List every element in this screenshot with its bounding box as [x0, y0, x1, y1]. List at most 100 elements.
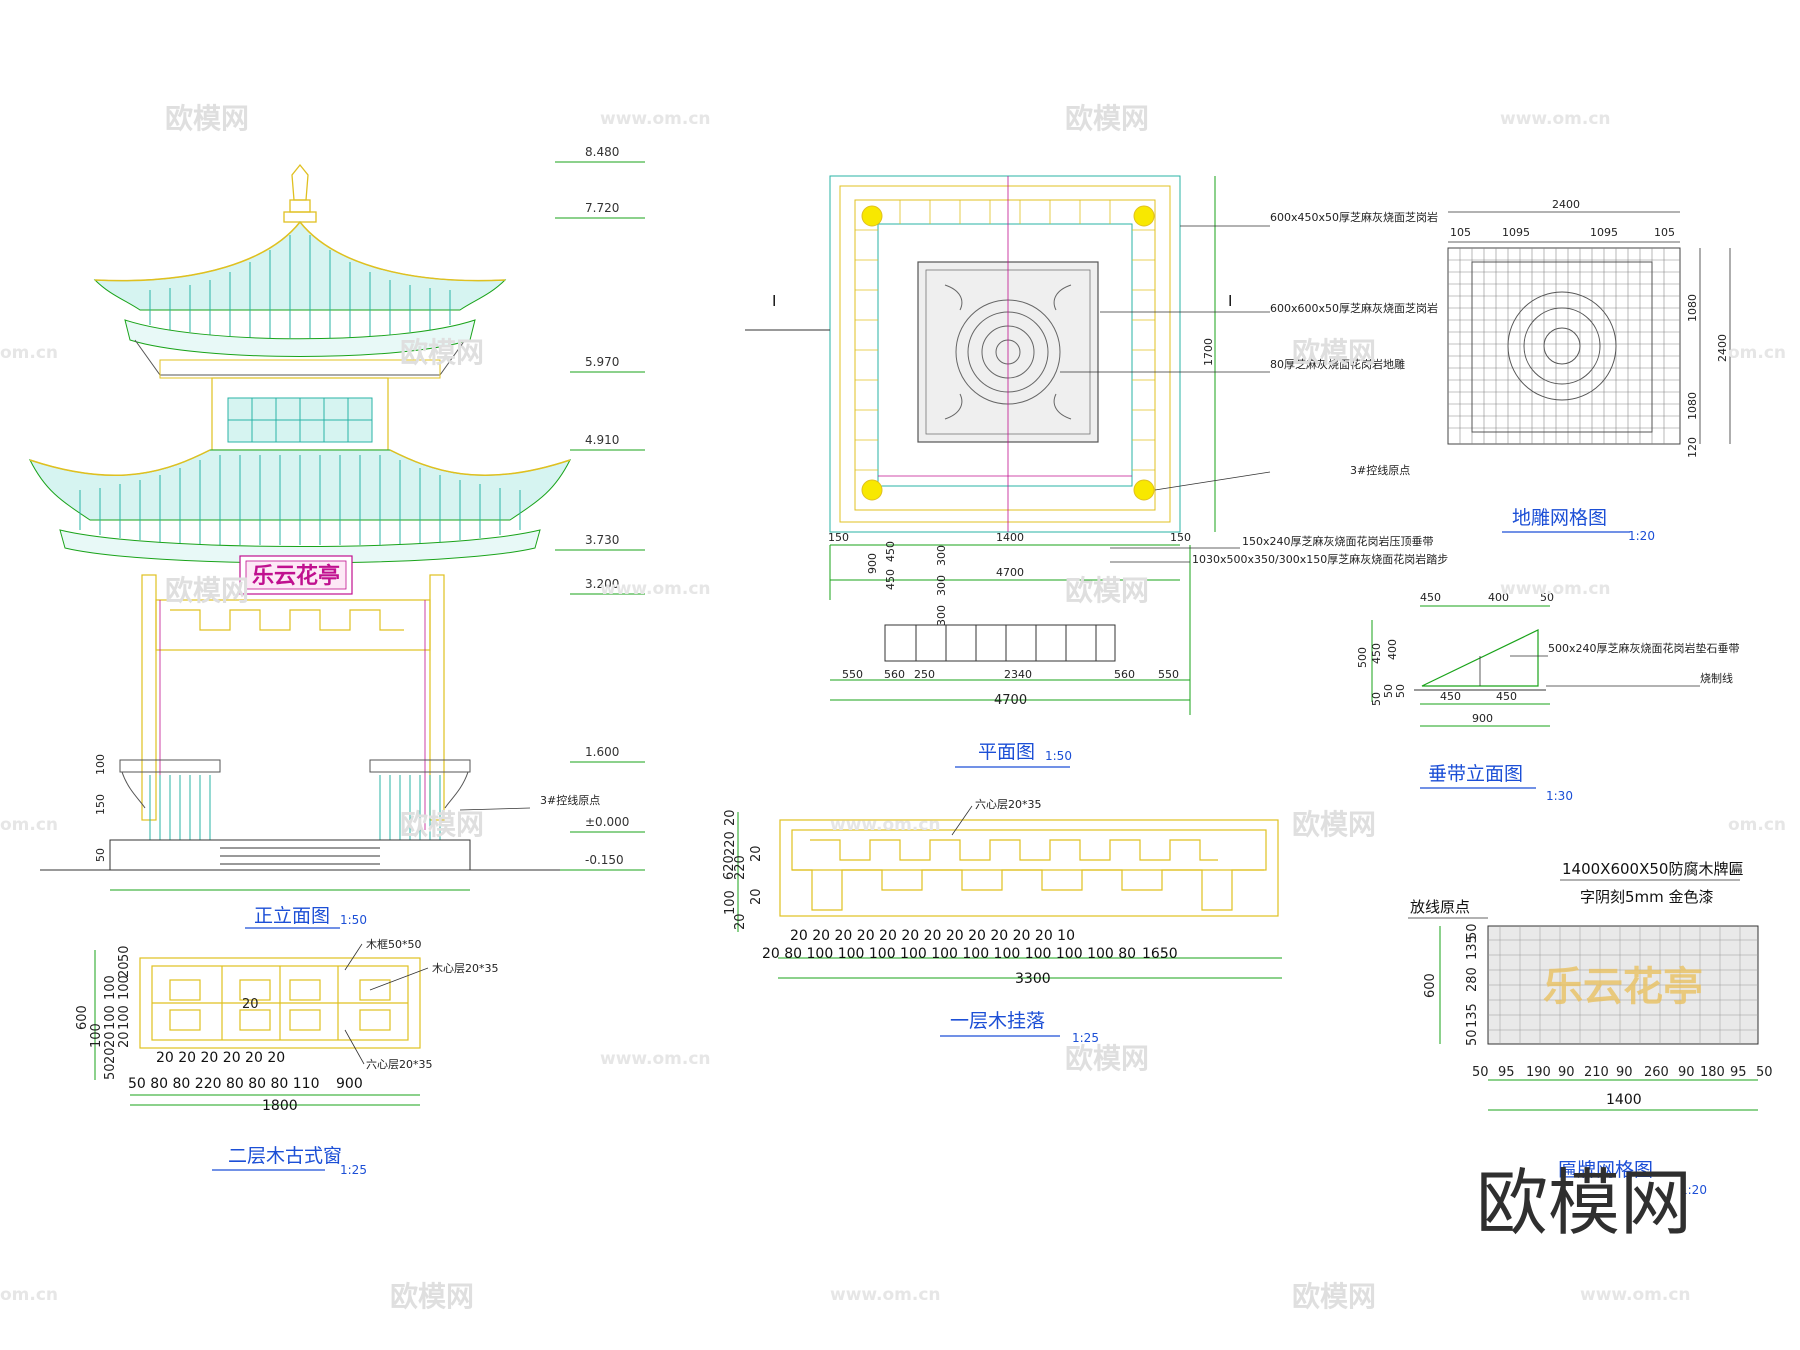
rail-scale: 1:25 — [1072, 1031, 1099, 1045]
grid-lines — [1448, 248, 1680, 444]
columns — [141, 574, 445, 821]
grid-dim-lines — [1448, 211, 1731, 444]
ridge-bottom-0: 450 — [1440, 690, 1461, 703]
ridge-dim-lines — [1371, 605, 1550, 727]
roof-finial — [283, 163, 317, 223]
watermark-url-11: om.cn — [0, 1285, 58, 1305]
window-total-left: 600 — [75, 1005, 90, 1030]
plan-scale: 1:50 — [1045, 749, 1072, 763]
rail-left-3: 220 — [733, 855, 748, 880]
grid-right-total: 2400 — [1716, 334, 1729, 362]
front-elevation-scale: 1:50 — [340, 913, 367, 927]
plan-dim-bottom-1: 560 — [884, 668, 905, 681]
plan-note-2: 600x600x50厚芝麻灰烧面芝岗岩 — [1270, 301, 1438, 315]
watermark-url-12: www.om.cn — [830, 1285, 941, 1305]
plan-dim-left-0: 900 — [866, 553, 879, 574]
watermark-url-10: www.om.cn — [600, 1049, 711, 1069]
window-right-seg: 900 — [336, 1076, 363, 1092]
signboard-title: 匾牌网格图 — [1558, 1159, 1653, 1181]
watermark-brand-5: 欧模网 — [165, 574, 249, 607]
plan-note-4: 3#控线原点 — [1350, 463, 1410, 477]
plan-steps — [884, 624, 1116, 662]
ridge-top-0: 450 — [1420, 591, 1441, 604]
window-total: 1800 — [262, 1098, 298, 1114]
grid-right-1: 1080 — [1686, 392, 1699, 420]
window-left-6: 20 — [103, 1031, 118, 1048]
watermark-brand-9: 欧模网 — [1065, 1042, 1149, 1075]
section-mark-right: I — [1228, 292, 1232, 310]
hanging-rail-view: 六心层20*35 620 20 220 100 220 20 20 20 20 … — [722, 798, 1282, 1045]
plan-dim-bottom-5: 550 — [1158, 668, 1179, 681]
window-left-4: 100 — [103, 1005, 118, 1030]
window-title: 二层木古式窗 — [228, 1145, 342, 1167]
rail-title: 一层木挂落 — [950, 1010, 1045, 1032]
ridge-left-3: 50 — [1370, 692, 1383, 706]
watermark-url-2: www.om.cn — [1500, 109, 1611, 129]
rail-label: 六心层20*35 — [975, 798, 1042, 811]
plan-note-5: 150x240厚芝麻灰烧面花岗岩压顶垂带 — [1242, 534, 1434, 548]
window-bottom-row2: 50 80 80 220 80 80 80 110 — [128, 1076, 319, 1092]
side-dim-3: 50 — [94, 848, 107, 862]
signboard-bottom-2: 190 — [1526, 1065, 1551, 1080]
column-markers — [861, 205, 1155, 501]
watermark-url-3: om.cn — [0, 343, 58, 363]
elevation-marks — [555, 161, 645, 871]
watermark-url-4: om.cn — [1728, 343, 1786, 363]
signboard-bottom-0: 50 — [1472, 1065, 1489, 1080]
rail-bottom-row1: 20 20 20 20 20 20 20 20 20 20 20 20 10 — [790, 928, 1075, 944]
signboard-view: 1400X600X50防腐木牌匾 字阴刻5mm 金色漆 放线原点 乐云花亭 60… — [1408, 860, 1773, 1197]
grid-top-1: 1095 — [1502, 226, 1530, 239]
window-label-1: 木框50*50 — [366, 938, 422, 951]
window-left-1: 20 — [117, 961, 132, 978]
plan-dim-total: 4700 — [994, 693, 1027, 708]
window-label-2: 木心层20*35 — [432, 962, 499, 975]
watermark-brand-2: 欧模网 — [1065, 102, 1149, 135]
grid-right-2: 120 — [1686, 437, 1699, 458]
plan-title: 平面图 — [978, 741, 1035, 763]
ridge-title: 垂带立面图 — [1428, 763, 1523, 785]
signboard-dim-lines — [1439, 926, 1758, 1111]
rail-left-4: 20 — [733, 913, 748, 930]
watermarks: 欧模网 www.om.cn 欧模网 www.om.cn om.cn 欧模网 欧模… — [0, 102, 1786, 1313]
plaque-text: 乐云花亭 — [252, 563, 340, 589]
plan-view: I I 600x450x50厚芝麻灰烧面芝岗岩 600x600x50厚芝麻灰烧面… — [745, 175, 1448, 768]
window-left-9: 20 — [103, 1047, 118, 1064]
grid-top-2: 1095 — [1590, 226, 1618, 239]
plan-paving-lines — [855, 200, 1155, 471]
signboard-bottom-10: 50 — [1756, 1065, 1773, 1080]
plan-dim-mid-2: 300 — [935, 605, 948, 626]
watermark-url-7: om.cn — [0, 815, 58, 835]
rail-right-0: 20 — [749, 845, 764, 862]
window-inner-dim: 20 — [242, 997, 259, 1012]
watermark-url-5: www.om.cn — [600, 579, 711, 599]
elev-1: 8.480 — [585, 145, 619, 159]
ridge-bottom-1: 450 — [1496, 690, 1517, 703]
window-dim-lines — [94, 950, 420, 1106]
plan-dim-bottom-0: 550 — [842, 668, 863, 681]
brand-logo-watermark: 欧模网 — [1476, 1161, 1692, 1245]
lower-roof — [29, 449, 571, 564]
plan-dim-right: 1700 — [1202, 338, 1215, 366]
watermark-brand-8: 欧模网 — [1292, 808, 1376, 841]
bench-left — [119, 759, 221, 840]
front-side-dims: 100 150 50 — [94, 754, 107, 862]
name-plaque: 乐云花亭 — [239, 555, 353, 595]
plan-dim-top-1: 1400 — [996, 531, 1024, 544]
ridge-note-1: 500x240厚芝麻灰烧面花岗岩垫石垂带 — [1548, 641, 1740, 655]
signboard-left-1: 135 — [1465, 935, 1480, 960]
pavilion-base — [40, 839, 560, 871]
plan-dim-top-0: 150 — [828, 531, 849, 544]
watermark-url-6: www.om.cn — [1500, 579, 1611, 599]
signboard-left-2: 280 — [1465, 967, 1480, 992]
watermark-url-8: www.om.cn — [830, 815, 941, 835]
signboard-bottom-8: 180 — [1700, 1065, 1725, 1080]
plan-dim-lines — [829, 176, 1216, 715]
signboard-left-4: 50 — [1465, 1029, 1480, 1046]
window-view: 木框50*50 木心层20*35 六心层20*35 600 50 20 100 … — [75, 938, 499, 1177]
grid-medallion — [1471, 261, 1653, 433]
ridge-top-2: 50 — [1540, 591, 1554, 604]
grid-title: 地雕网格图 — [1512, 507, 1607, 529]
rail-left-0: 20 — [723, 809, 738, 826]
watermark-brand-7: 欧模网 — [400, 808, 484, 841]
grid-right-0: 1080 — [1686, 294, 1699, 322]
